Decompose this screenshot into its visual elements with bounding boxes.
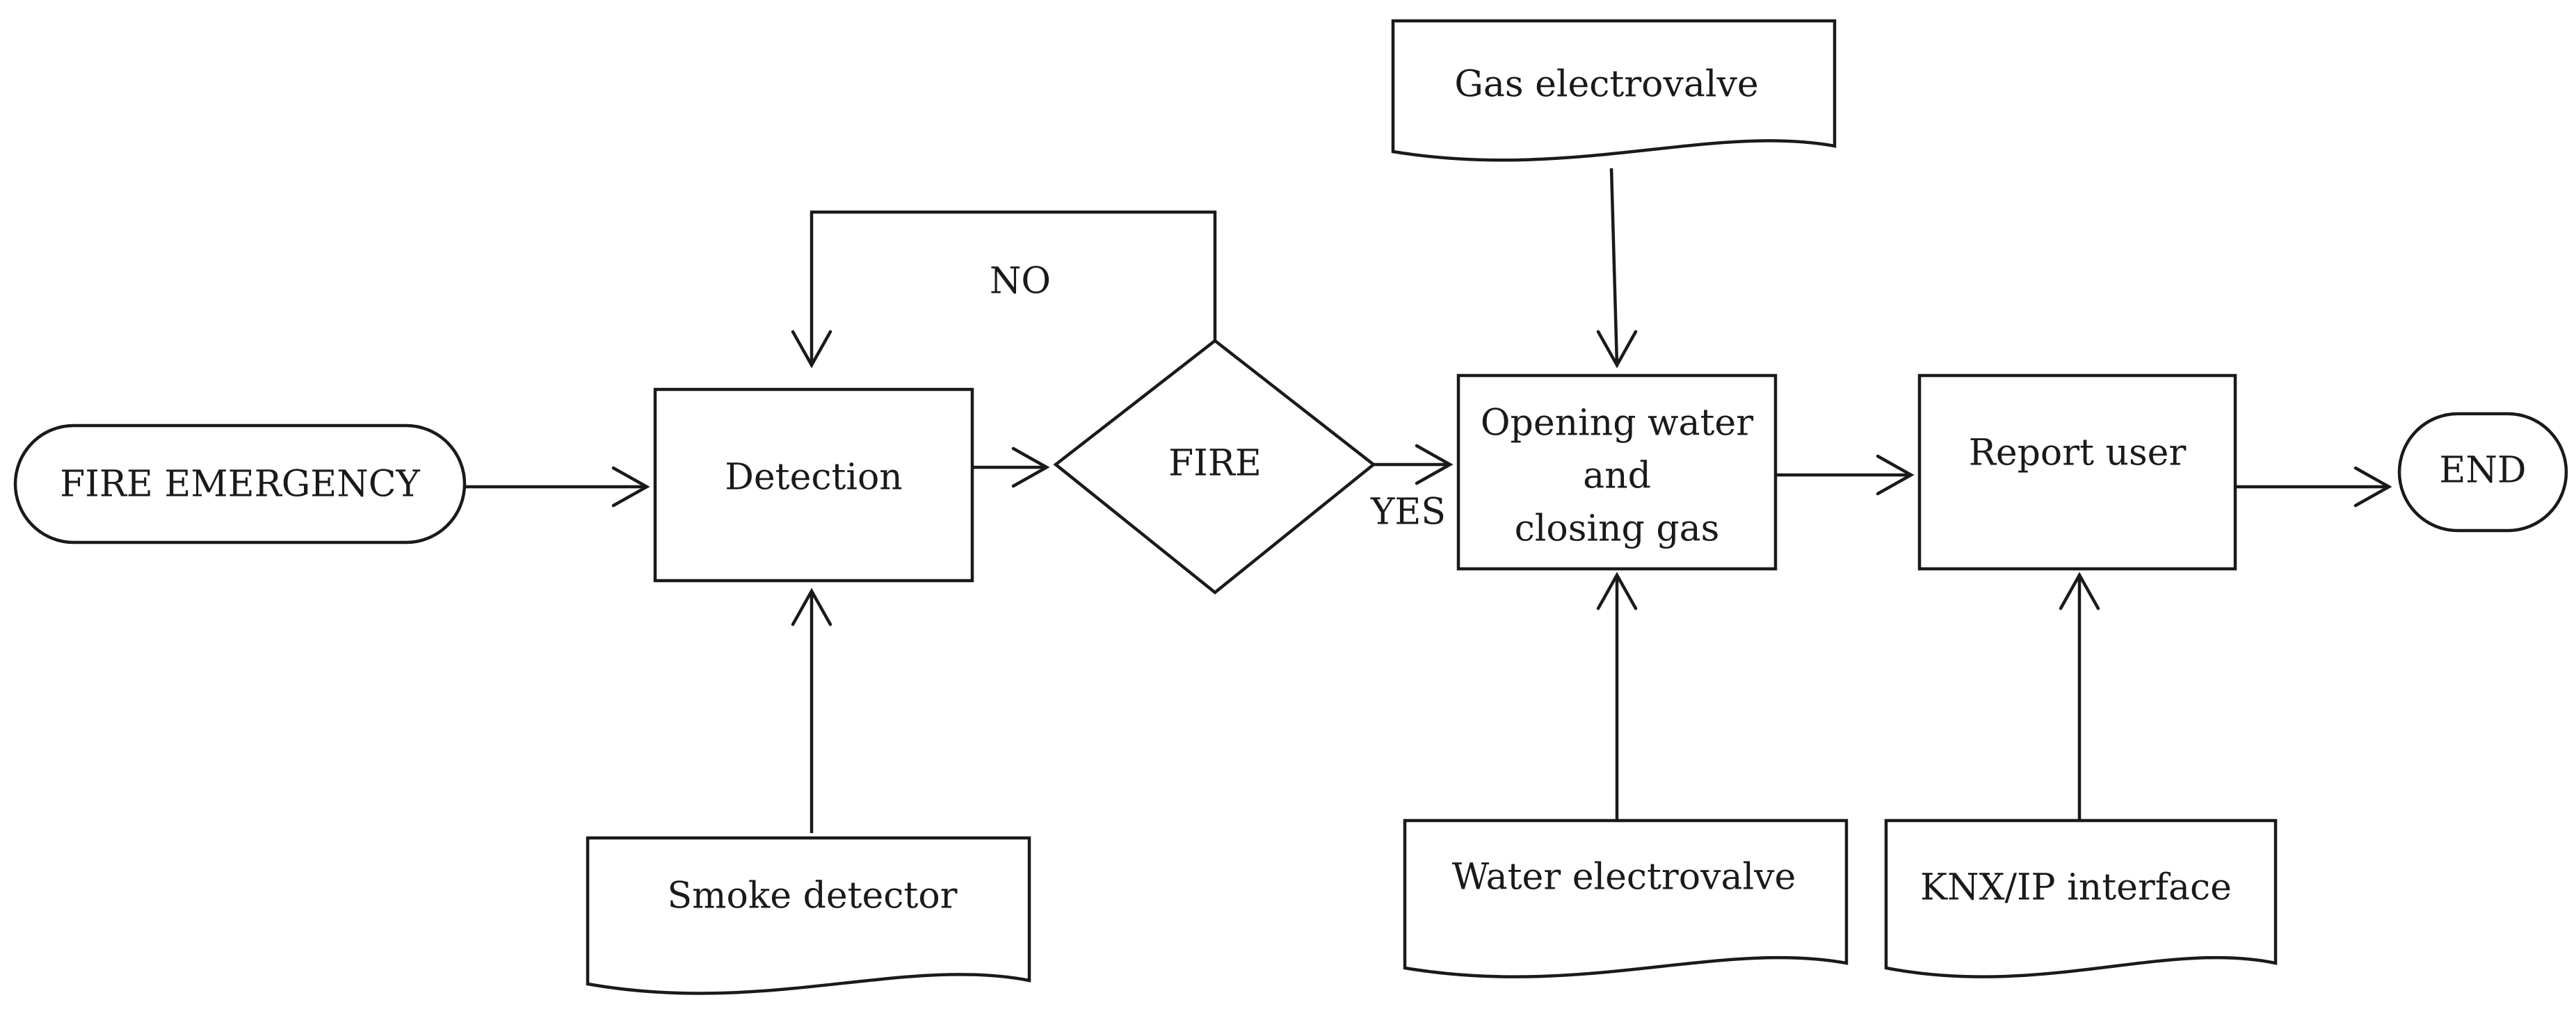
no-edge-label: NO bbox=[990, 261, 1051, 302]
detection-label: Detection bbox=[725, 457, 903, 499]
detection-process: Detection bbox=[653, 387, 974, 583]
edge-knx-to-report bbox=[2059, 572, 2100, 819]
edge-smoke-to-detection bbox=[791, 588, 832, 833]
action-label-line-3: closing gas bbox=[1515, 508, 1720, 550]
fire-decision: FIRE bbox=[1053, 339, 1376, 595]
water-valve-document: Water electrovalve bbox=[1403, 818, 1849, 978]
smoke-detector-label: Smoke detector bbox=[668, 875, 958, 917]
knx-interface-document: KNX/IP interface bbox=[1884, 818, 2278, 978]
edge-report-to-end bbox=[2235, 466, 2392, 508]
start-terminal: FIRE EMERGENCY bbox=[13, 423, 467, 544]
water-valve-label: Water electrovalve bbox=[1452, 857, 1796, 898]
edge-gas-to-action bbox=[1596, 168, 1638, 369]
edge-water-to-action bbox=[1596, 572, 1638, 819]
start-label: FIRE EMERGENCY bbox=[60, 464, 420, 506]
action-label-line-2: and bbox=[1583, 455, 1651, 497]
end-label: END bbox=[2439, 450, 2526, 492]
knx-interface-label: KNX/IP interface bbox=[1920, 867, 2232, 909]
end-terminal: END bbox=[2397, 412, 2568, 533]
edge-fire-yes-to-action bbox=[1374, 444, 1454, 485]
action-process: Opening water and closing gas bbox=[1456, 373, 1778, 571]
gas-valve-document: Gas electrovalve bbox=[1391, 19, 1837, 162]
edge-fire-no-loop bbox=[791, 210, 1217, 369]
fire-decision-label: FIRE bbox=[1168, 443, 1262, 485]
edge-action-to-report bbox=[1776, 454, 1915, 496]
action-label-line-1: Opening water bbox=[1481, 403, 1753, 444]
edge-detection-to-fire bbox=[972, 446, 1050, 488]
report-label: Report user bbox=[1969, 433, 2187, 474]
smoke-detector-document: Smoke detector bbox=[586, 836, 1031, 995]
yes-edge-label: YES bbox=[1370, 492, 1446, 533]
report-process: Report user bbox=[1917, 373, 2237, 571]
gas-valve-label: Gas electrovalve bbox=[1454, 64, 1758, 106]
edge-start-to-detection bbox=[465, 466, 650, 508]
